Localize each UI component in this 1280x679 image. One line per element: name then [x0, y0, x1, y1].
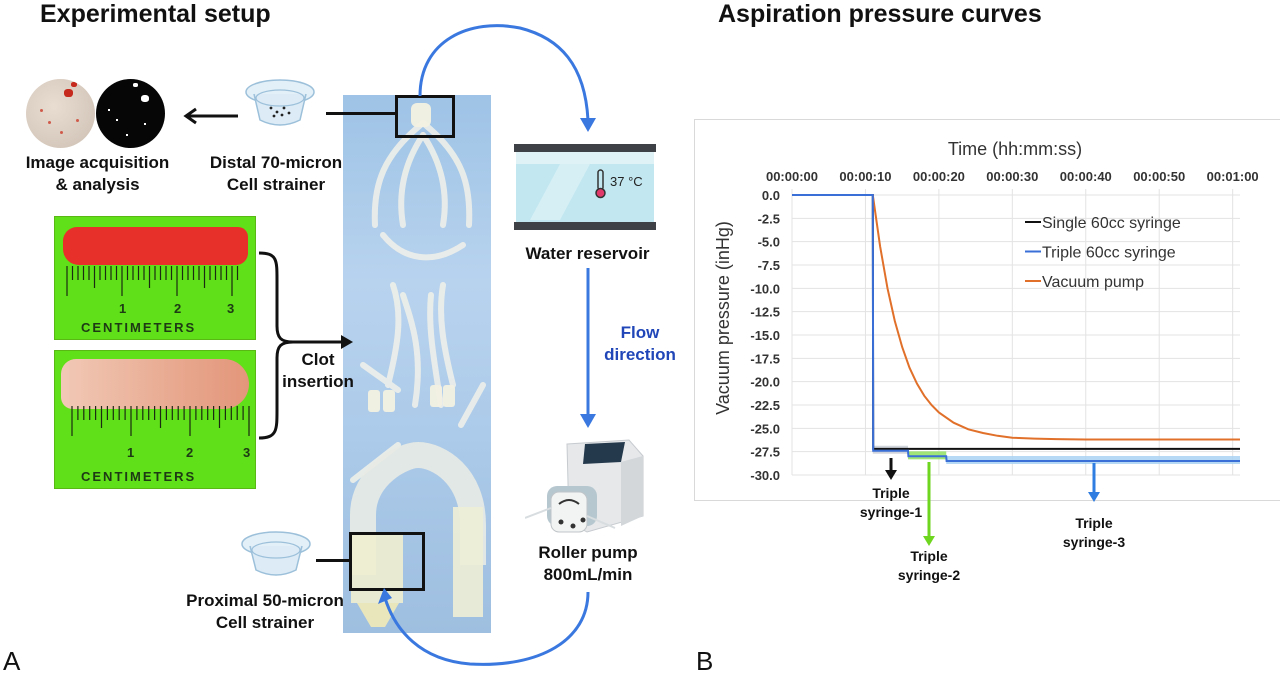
distal-connector-line: [326, 112, 396, 115]
arrow-to-image-analysis: [183, 107, 238, 125]
clot-photo-white: CENTIMETERS 1 2 3: [54, 350, 256, 489]
y-tick-label: -12.5: [750, 305, 780, 320]
ruler-tick-3: 3: [227, 301, 237, 316]
proximal-strainer-location-box: [349, 532, 425, 591]
flow-direction-line2: direction: [604, 345, 676, 364]
ruler-tick-1b: 1: [127, 445, 137, 460]
x-axis-title: Time (hh:mm:ss): [948, 139, 1082, 159]
annotation-arrow-head: [923, 536, 935, 546]
panel-b-title: Aspiration pressure curves: [718, 0, 1042, 28]
x-tick-label: 00:01:00: [1207, 169, 1259, 184]
roller-pump-line1: Roller pump: [538, 543, 638, 562]
petri-dish-color-photo: [26, 79, 95, 148]
y-tick-label: -10.0: [750, 281, 780, 296]
y-tick-label: -22.5: [750, 398, 780, 413]
annotation-label-line1: Triple: [910, 548, 948, 564]
y-tick-label: -30.0: [750, 468, 780, 483]
proximal-cell-strainer-icon: [241, 531, 311, 576]
distal-cell-strainer-icon: [245, 79, 315, 126]
ruler-unit-label: CENTIMETERS: [81, 320, 197, 335]
proximal-strainer-line1: Proximal 50-micron: [186, 591, 344, 610]
proximal-strainer-line2: Cell strainer: [215, 613, 315, 632]
ruler-tick-2: 2: [174, 301, 184, 316]
annotation-label-line1: Triple: [872, 485, 910, 501]
y-axis-title: Vacuum pressure (inHg): [713, 221, 733, 415]
series-line-triple-60cc-syringe: [792, 194, 1240, 462]
image-acquisition-line1: Image acquisition: [25, 153, 170, 172]
clot-insertion-label: Clot insertion: [278, 349, 358, 393]
ruler-unit-label-2: CENTIMETERS: [81, 469, 197, 484]
clot-insertion-line1: Clot: [301, 350, 335, 369]
y-tick-label: -25.0: [750, 421, 780, 436]
roller-pump-label: Roller pump 800mL/min: [518, 542, 658, 586]
y-tick-label: -5.0: [758, 235, 780, 250]
legend-label: Single 60cc syringe: [1042, 215, 1181, 232]
distal-strainer-label: Distal 70-micron Cell strainer: [196, 152, 356, 196]
clot-insertion-line2: insertion: [282, 372, 354, 391]
distal-strainer-line1: Distal 70-micron: [209, 153, 343, 172]
y-tick-label: -15.0: [750, 328, 780, 343]
clot-insertion-brace: [258, 251, 353, 440]
annotation-arrow-head: [885, 470, 897, 480]
annotation-label-line1: Triple: [1075, 515, 1113, 531]
proximal-connector-line: [316, 559, 350, 562]
annotation-label-line2: syringe-1: [860, 504, 922, 520]
x-tick-label: 00:00:20: [913, 169, 965, 184]
image-acquisition-label: Image acquisition & analysis: [0, 152, 195, 196]
water-reservoir-icon: [514, 144, 656, 230]
flow-direction-label: Flow direction: [596, 322, 684, 366]
vessel-model-drawing: [350, 103, 486, 627]
water-reservoir-label: Water reservoir: [525, 244, 650, 263]
ruler-ticks: [66, 266, 250, 436]
flow-model-photo: [343, 95, 491, 633]
distal-strainer-line2: Cell strainer: [226, 175, 326, 194]
x-tick-label: 00:00:30: [986, 169, 1038, 184]
roller-pump-icon: [525, 439, 644, 533]
ruler-tick-3b: 3: [243, 445, 253, 460]
y-tick-label: 0.0: [762, 188, 780, 203]
x-tick-label: 00:00:00: [766, 169, 818, 184]
flow-direction-line1: Flow: [620, 323, 660, 342]
panel-b-letter: B: [696, 646, 714, 676]
annotation-label-line2: syringe-3: [1063, 534, 1125, 550]
roller-pump-line2: 800mL/min: [543, 565, 633, 584]
proximal-strainer-label: Proximal 50-micron Cell strainer: [170, 590, 360, 634]
x-tick-label: 00:00:40: [1060, 169, 1112, 184]
y-tick-label: -27.5: [750, 445, 780, 460]
ruler-tick-1: 1: [119, 301, 129, 316]
annotation-arrow-head: [1088, 492, 1100, 502]
panel-a-letter: A: [3, 646, 21, 676]
legend-label: Triple 60cc syringe: [1042, 245, 1176, 262]
distal-strainer-location-box: [395, 95, 455, 138]
y-tick-label: -20.0: [750, 375, 780, 390]
petri-dish-binary-image: [96, 79, 165, 148]
image-acquisition-line2: & analysis: [55, 175, 140, 194]
series-line-vacuum-pump: [792, 194, 1240, 441]
y-tick-label: -7.5: [758, 258, 780, 273]
annotation-label-line2: syringe-2: [898, 567, 960, 583]
x-tick-label: 00:00:50: [1133, 169, 1185, 184]
panel-a-title: Experimental setup: [40, 0, 271, 28]
y-tick-label: -2.5: [758, 211, 780, 226]
y-tick-label: -17.5: [750, 351, 780, 366]
temperature-label: 37 °C: [610, 174, 643, 189]
x-tick-label: 00:00:10: [839, 169, 891, 184]
ruler-tick-2b: 2: [186, 445, 196, 460]
legend-label: Vacuum pump: [1042, 274, 1144, 291]
series-line-single-60cc-syringe: [792, 194, 1240, 450]
